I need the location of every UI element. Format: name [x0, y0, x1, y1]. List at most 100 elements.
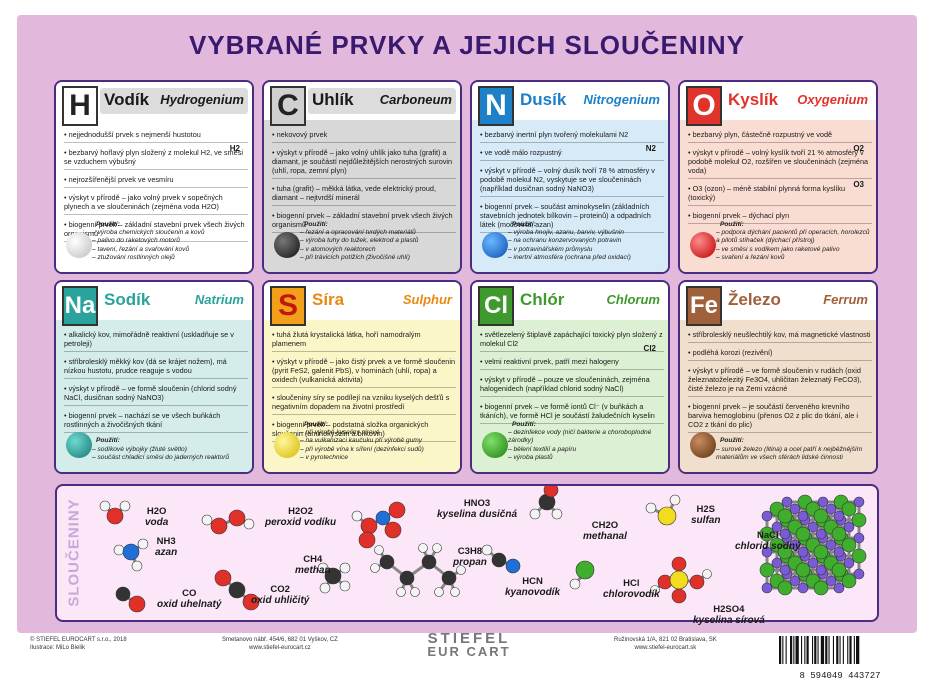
fact-item: • výskyt v přírodě – volný dusík tvoří 7…	[480, 166, 664, 197]
atom-icon	[831, 526, 847, 542]
fact-item: • výskyt v přírodě – jako volný uhlík ja…	[272, 148, 456, 179]
compound-name: propan	[453, 557, 487, 568]
use-item: – při výrobě kyseliny sírové	[300, 429, 380, 437]
barcode-bar	[825, 636, 828, 664]
page-title: VYBRANÉ PRVKY A JEJICH SLOUČENINY	[188, 30, 745, 60]
atom-icon	[671, 588, 687, 604]
barcode-bar	[853, 636, 855, 664]
barcode-bar	[856, 636, 860, 664]
use-item: – bělení textilií a papíru	[508, 445, 577, 453]
fact-item: • biogenní prvek – dýchací plyn	[688, 211, 872, 224]
atom-icon	[761, 582, 773, 594]
element-uses: Použití:– výroba hnojiv, azanu, barviv, …	[508, 221, 666, 262]
use-item: – inertní atmosféra (ochrana před oxidac…	[508, 253, 631, 261]
fact-item: • nejrozšířenější prvek ve vesmíru	[64, 175, 248, 188]
atom-icon	[418, 543, 428, 553]
compound-formula: NH3	[156, 536, 176, 547]
compound-name: chlorid sodný	[735, 541, 801, 552]
fact-item: • alkalický kov, mimořádně reaktivní (us…	[64, 330, 248, 352]
atom-icon	[831, 562, 847, 578]
barcode-bar	[842, 636, 844, 664]
atom-icon	[210, 517, 228, 535]
atom-icon	[825, 503, 837, 515]
atom-icon	[319, 582, 331, 594]
atom-icon	[360, 517, 378, 535]
atom-icon	[853, 568, 865, 580]
use-item: – výroba tuhy do tužek, elektrod a plast…	[300, 237, 419, 245]
atom-icon	[777, 580, 793, 596]
element-facts: • stříbrolesklý neušlechtilý kov, má mag…	[688, 330, 872, 438]
element-symbol: C	[270, 86, 306, 126]
compound-name: kyanovodík	[505, 587, 561, 598]
use-item: – podpora dýchání pacientů při operacích…	[716, 229, 870, 245]
barcode-bar	[793, 636, 795, 664]
barcode-bar	[839, 636, 841, 664]
molecule-label: H2	[229, 144, 240, 153]
element-symbol: Fe	[686, 286, 722, 326]
atom-icon	[243, 518, 255, 530]
uses-title: Použití:	[96, 437, 120, 445]
uses-title: Použití:	[512, 420, 536, 428]
compound-name: kyselina sírová	[693, 615, 765, 626]
atom-sphere-icon	[482, 232, 508, 258]
barcode-bar	[817, 636, 819, 664]
element-name: Síra	[312, 290, 345, 309]
barcode-number: 8 594049 443727	[799, 671, 881, 681]
atom-icon	[795, 562, 811, 578]
atom-icon	[115, 586, 131, 602]
element-symbol: N	[478, 86, 514, 126]
fact-item: • výskyt v přírodě – volný kyslík tvoří …	[688, 148, 872, 179]
atom-icon	[421, 554, 437, 570]
atom-icon	[122, 543, 140, 561]
barcode-bar	[828, 636, 830, 664]
atom-icon	[113, 544, 125, 556]
use-item: – sodíkové výbojky (žluté světlo)	[92, 445, 187, 453]
barcode-bar	[801, 636, 803, 664]
compound-formula: NaCl	[756, 530, 779, 541]
compound-formula: CO2	[270, 584, 290, 595]
compound-name: voda	[145, 517, 169, 528]
atom-icon	[789, 575, 801, 587]
atom-icon	[825, 575, 837, 587]
barcode-bar	[820, 636, 825, 664]
atom-icon	[370, 563, 380, 573]
atom-icon	[119, 500, 131, 512]
atom-icon	[781, 496, 793, 508]
barcode-bar	[804, 636, 806, 664]
molecule-label: N2	[645, 144, 656, 153]
atom-icon	[833, 582, 845, 594]
compound-formula: HNO3	[463, 498, 491, 509]
fact-item: • velmi reaktivní prvek, patří mezi halo…	[480, 357, 664, 370]
atom-icon	[106, 507, 124, 525]
compound-formula: C3H8	[457, 546, 483, 557]
atom-icon	[759, 562, 775, 578]
compound-formula: H2O	[146, 506, 167, 517]
molecule-label: O2	[853, 144, 864, 153]
use-item: – tavení, řezání a svařování kovů	[92, 245, 190, 253]
atom-icon	[388, 501, 406, 519]
barcode-bar	[779, 636, 782, 664]
fact-item: • nejjednodušší prvek s nejmenší hustoto…	[64, 130, 248, 143]
compound-formula: CH4	[303, 554, 323, 565]
element-symbol: Cl	[478, 286, 514, 326]
atom-icon	[771, 521, 783, 533]
uses-title: Použití:	[720, 220, 744, 228]
use-item: – surové železo (litina) a ocel patří k …	[716, 445, 863, 461]
atom-icon	[434, 587, 444, 597]
molecule-label: Cl2	[643, 344, 656, 353]
element-latin-name: Carboneum	[379, 92, 452, 107]
barcode-bar	[806, 636, 809, 664]
fact-item: • biogenní prvek – ve formě iontů Cl⁻ (v…	[480, 402, 664, 424]
atom-icon	[375, 510, 391, 526]
element-facts: • tuhá žlutá krystalická látka, hoří nam…	[272, 330, 456, 447]
fact-item: • výskyt v přírodě – jako volný prvek v …	[64, 193, 248, 215]
compound-formula: H2SO4	[713, 604, 745, 615]
barcode-bar	[812, 636, 814, 664]
atom-icon	[797, 546, 809, 558]
element-latin-name: Natrium	[194, 292, 244, 307]
element-symbol: Na	[62, 286, 98, 326]
